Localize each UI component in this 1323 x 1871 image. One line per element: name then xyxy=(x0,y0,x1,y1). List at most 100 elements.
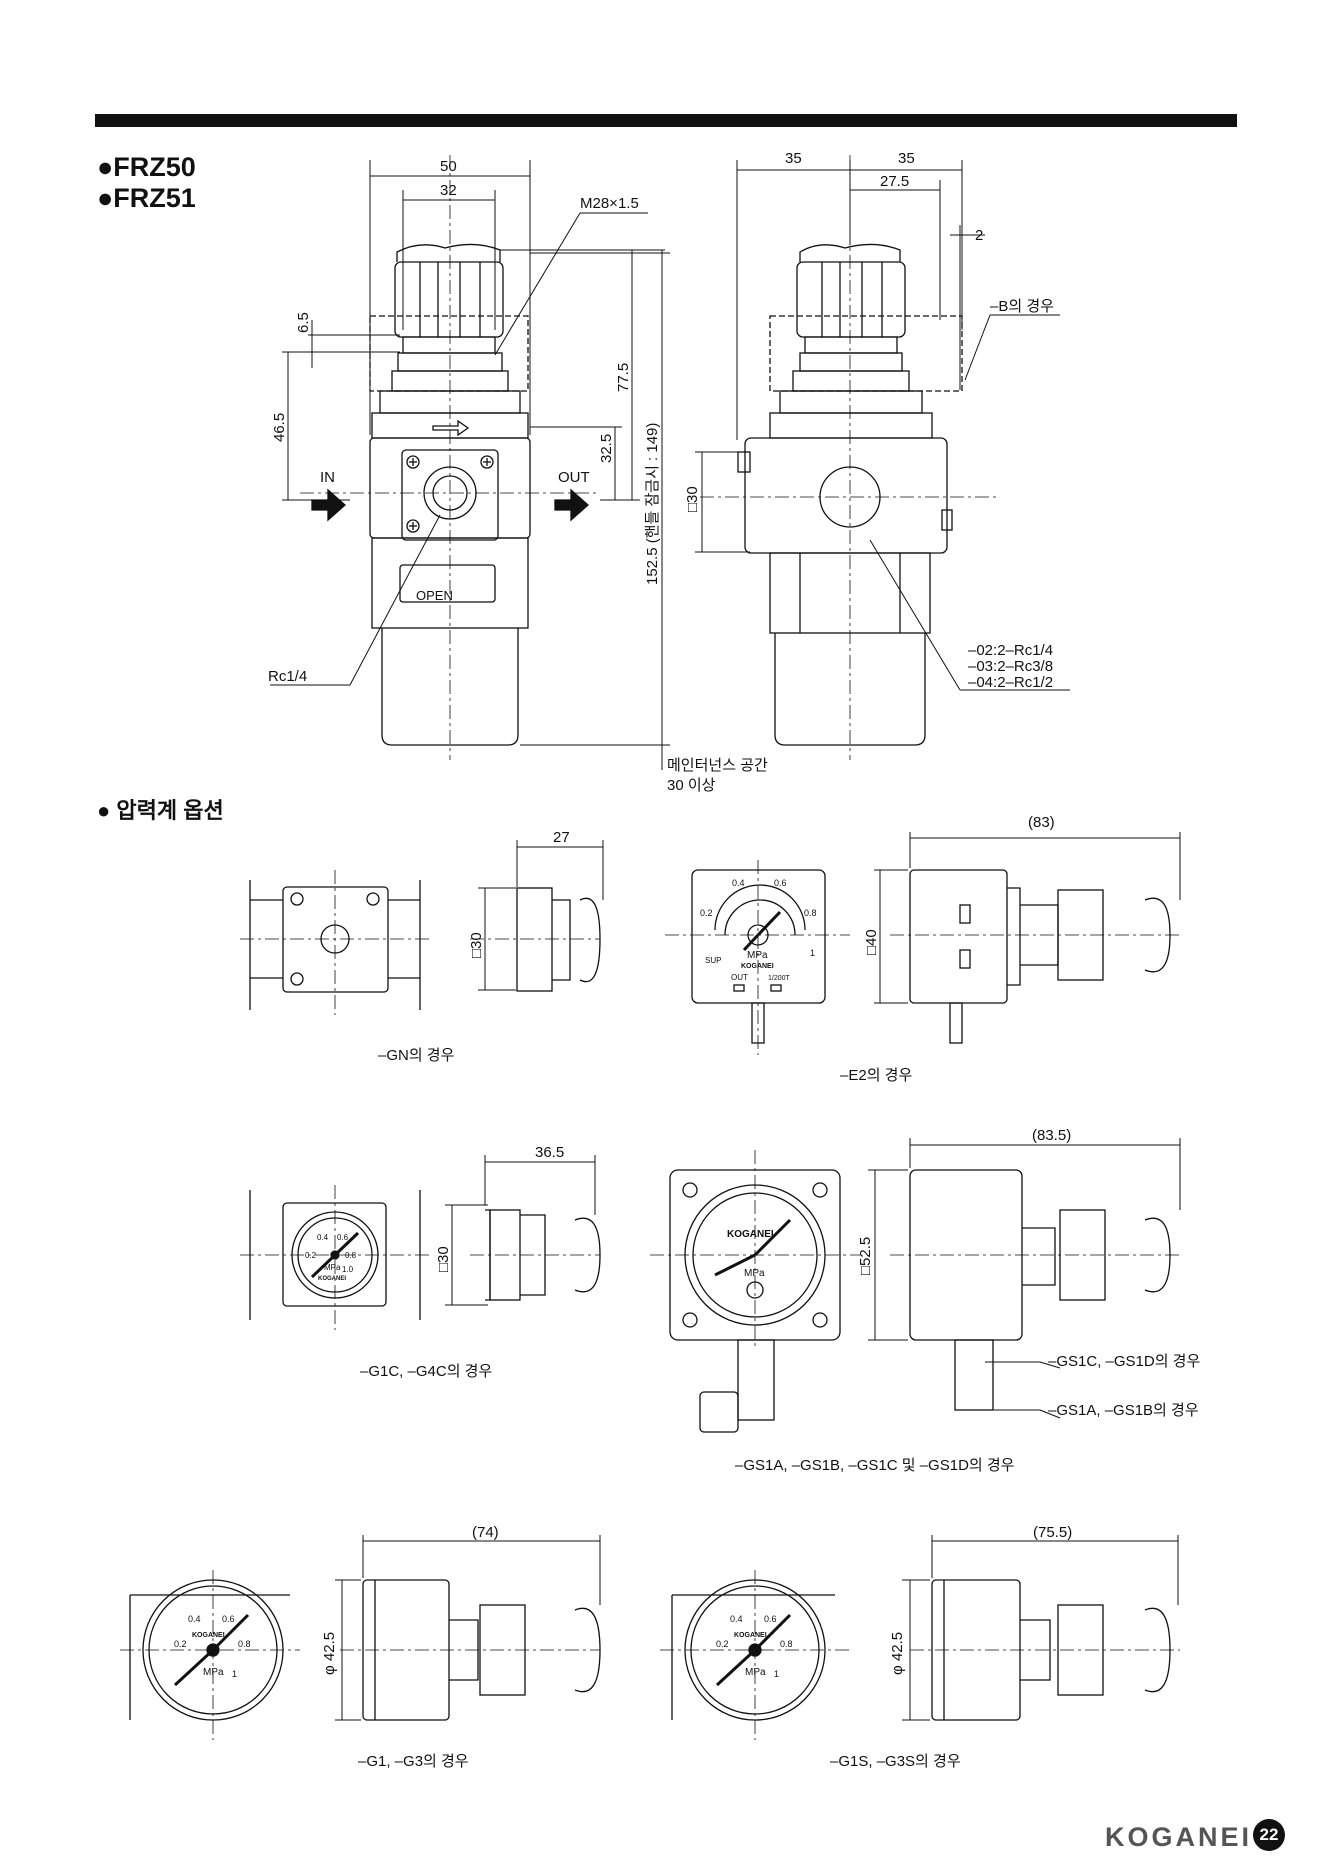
g1-caption: –G1, –G3의 경우 xyxy=(358,1753,469,1770)
sq30-main: □30 xyxy=(684,486,701,512)
e2-scale-0-4: 0.4 xyxy=(732,878,745,888)
page-number: 22 xyxy=(1253,1819,1285,1851)
handle-knob xyxy=(394,261,504,338)
g1-side xyxy=(335,1535,601,1721)
g1s-brand: KOGANEI xyxy=(734,1632,767,1639)
g1-dia: φ 42.5 xyxy=(321,1632,338,1675)
port-03: –03:2–Rc3/8 xyxy=(968,658,1053,675)
side-dimensions xyxy=(695,160,1070,691)
e2-sq40: □40 xyxy=(863,929,880,955)
maintenance-line1: 메인터넌스 공간 xyxy=(667,757,768,774)
g1-brand: KOGANEI xyxy=(192,1632,225,1639)
g1s-scale-0-4: 0.4 xyxy=(730,1614,743,1624)
gs1-callout-cd: –GS1C, –GS1D의 경우 xyxy=(1048,1353,1200,1370)
gs1-unit: MPa xyxy=(744,1268,765,1279)
port-label: Rc1/4 xyxy=(268,668,307,685)
gn-caption: –GN의 경우 xyxy=(378,1047,455,1064)
gauge-options-heading: ● 압력계 옵션 xyxy=(97,798,224,823)
dim-total-height: 152.5 (핸들 잠금시 : 149) xyxy=(644,423,661,585)
g1-scale-1: 1 xyxy=(232,1669,237,1679)
g1s-dim-75-5: (75.5) xyxy=(1033,1524,1072,1541)
port-02: –02:2–Rc1/4 xyxy=(968,642,1053,659)
e2-range: 1/200T xyxy=(768,975,791,982)
dim-35a: 35 xyxy=(785,150,802,167)
dim-50: 50 xyxy=(440,158,457,175)
g1c-scale-0-6: 0.6 xyxy=(337,1233,349,1242)
g1-dim-74: (74) xyxy=(472,1524,499,1541)
g1-scale-0-4: 0.4 xyxy=(188,1614,201,1624)
g1-scale-0-2: 0.2 xyxy=(174,1639,187,1649)
g1s-unit: MPa xyxy=(745,1667,766,1678)
dim-46-5: 46.5 xyxy=(271,413,288,442)
gs1-caption: –GS1A, –GS1B, –GS1C 및 –GS1D의 경우 xyxy=(735,1457,1015,1474)
regulator-front-view xyxy=(300,155,600,760)
bowl xyxy=(381,628,519,746)
dim-32-5: 32.5 xyxy=(598,434,615,463)
e2-brand: KOGANEI xyxy=(741,963,774,970)
out-label: OUT xyxy=(558,469,590,486)
e2-scale-1: 1 xyxy=(810,948,815,958)
e2-unit: MPa xyxy=(747,950,768,961)
g1s-scale-1: 1 xyxy=(774,1669,779,1679)
dim-thread: M28×1.5 xyxy=(580,195,639,212)
front-dimensions xyxy=(270,160,670,770)
g1c-scale-0-2: 0.2 xyxy=(305,1251,317,1260)
dim-2: 2 xyxy=(975,227,983,244)
g1-unit: MPa xyxy=(203,1667,224,1678)
dim-35b: 35 xyxy=(898,150,915,167)
g1c-scale-1-0: 1.0 xyxy=(342,1265,354,1274)
model-heading-frz50: ●FRZ50 xyxy=(97,152,196,182)
gs1-callout-ab: –GS1A, –GS1B의 경우 xyxy=(1048,1402,1199,1419)
dim-77-5: 77.5 xyxy=(615,363,632,392)
g1-front xyxy=(120,1570,300,1740)
g1c-front xyxy=(240,1185,430,1330)
e2-sup: SUP xyxy=(705,956,721,965)
port-04: –04:2–Rc1/2 xyxy=(968,674,1053,691)
g1s-dia: φ 42.5 xyxy=(889,1632,906,1675)
dim-6-5: 6.5 xyxy=(295,312,312,333)
footer-brand-logo: KOGANEI xyxy=(1105,1822,1253,1852)
gs1-dim-83-5: (83.5) xyxy=(1032,1127,1071,1144)
g1c-unit: MPa xyxy=(324,1263,341,1272)
e2-side xyxy=(874,832,1181,1044)
gn-sq30: □30 xyxy=(468,932,485,958)
top-rule xyxy=(95,114,1237,127)
g1-scale-0-8: 0.8 xyxy=(238,1639,251,1649)
dim-32: 32 xyxy=(440,182,457,199)
open-label: OPEN xyxy=(416,588,453,603)
gs1-sq52-5: □52.5 xyxy=(857,1237,874,1275)
g1c-caption: –G1C, –G4C의 경우 xyxy=(360,1363,492,1380)
gs1-front xyxy=(650,1150,860,1433)
e2-front xyxy=(665,860,850,1055)
gn-dim-27: 27 xyxy=(553,829,570,846)
e2-scale-0-2: 0.2 xyxy=(700,908,713,918)
g1s-scale-0-2: 0.2 xyxy=(716,1639,729,1649)
g1c-sq30: □30 xyxy=(435,1246,452,1272)
e2-out: OUT xyxy=(731,973,748,982)
g1c-dim-36-5: 36.5 xyxy=(535,1144,564,1161)
g1s-caption: –G1S, –G3S의 경우 xyxy=(830,1753,961,1770)
g1-scale-0-6: 0.6 xyxy=(222,1614,235,1624)
g1c-scale-0-8: 0.8 xyxy=(345,1251,357,1260)
gs1-side xyxy=(868,1138,1181,1419)
e2-dim-83: (83) xyxy=(1028,814,1055,831)
b-case-label: –B의 경우 xyxy=(990,298,1054,315)
g1c-side xyxy=(445,1155,601,1306)
g1c-brand: KOGANEI xyxy=(318,1276,346,1282)
gs1-brand: KOGANEI xyxy=(727,1229,774,1240)
regulator-side-view xyxy=(700,155,1000,760)
maintenance-line2: 30 이상 xyxy=(667,777,716,794)
g1s-side xyxy=(902,1535,1180,1721)
in-label: IN xyxy=(320,469,335,486)
e2-scale-0-6: 0.6 xyxy=(774,878,787,888)
dim-27-5: 27.5 xyxy=(880,173,909,190)
e2-caption: –E2의 경우 xyxy=(840,1067,912,1084)
g1c-scale-0-4: 0.4 xyxy=(317,1233,329,1242)
g1s-scale-0-8: 0.8 xyxy=(780,1639,793,1649)
gn-front xyxy=(240,870,430,1015)
gn-side xyxy=(470,840,604,992)
e2-scale-0-8: 0.8 xyxy=(804,908,817,918)
model-heading-frz51: ●FRZ51 xyxy=(97,183,196,213)
g1s-front xyxy=(660,1570,850,1740)
